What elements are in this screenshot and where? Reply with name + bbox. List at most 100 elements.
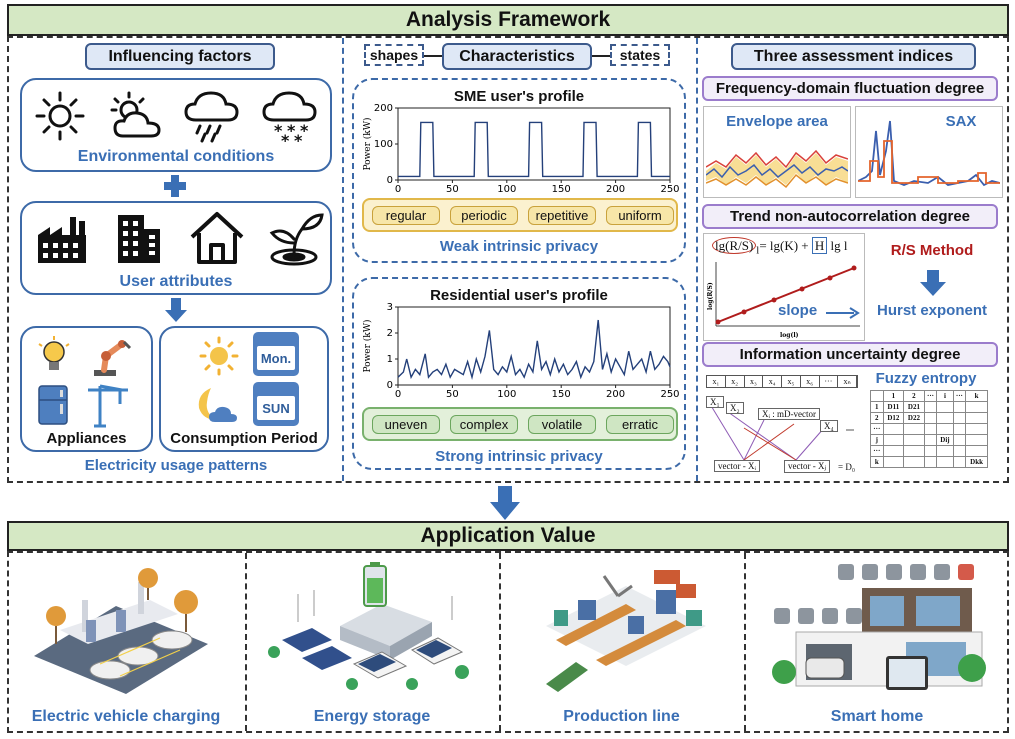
matrix-cell bbox=[923, 445, 938, 457]
trend-non-autocorrelation-label: Trend non-autocorrelation degree bbox=[729, 208, 971, 225]
formula-sub: l bbox=[756, 244, 760, 257]
production-line-illustration bbox=[546, 570, 706, 692]
consumption-period-box: Mon. SUN Consumption Period bbox=[159, 326, 329, 452]
sme-x-tick-label: 50 bbox=[446, 184, 459, 195]
app-divider-3 bbox=[744, 553, 746, 731]
sme-plot-frame bbox=[397, 107, 671, 181]
matrix-cell bbox=[965, 423, 988, 435]
sme-y-tick-label: 100 bbox=[374, 139, 393, 150]
matrix-cell: D11 bbox=[882, 401, 905, 413]
matrix-cell: D21 bbox=[903, 401, 925, 413]
matrix-cell bbox=[936, 412, 954, 424]
analysis-framework-frame bbox=[7, 36, 1009, 483]
slope-arrow-icon bbox=[826, 307, 860, 319]
fuzzy-vectors-diagram: X₁ X₂ Xᵢ : mD-vector X₄ vector - Xᵢ vect… bbox=[704, 394, 855, 473]
energy-storage-label: Energy storage bbox=[313, 708, 431, 725]
vector-x2: X₂ bbox=[726, 402, 744, 414]
res-y-tick-label: 0 bbox=[387, 380, 393, 391]
sme-x-tick-label: 200 bbox=[606, 184, 625, 195]
residential-tag: complex bbox=[450, 415, 518, 434]
res-x-tick-label: 200 bbox=[606, 389, 625, 400]
matrix-cell: D12 bbox=[882, 412, 905, 424]
sme-tag: uniform bbox=[606, 206, 674, 225]
sme-ylabel: Power (kW) bbox=[362, 117, 373, 170]
matrix-cell bbox=[923, 456, 938, 468]
sequence-cell: x₁ bbox=[707, 376, 726, 387]
matrix-cell bbox=[952, 423, 967, 435]
envelope-area-panel: Envelope area bbox=[703, 106, 851, 198]
appliances-label: Appliances bbox=[46, 430, 127, 447]
sme-tags-row: regular periodic repetitive uniform bbox=[362, 198, 678, 232]
matrix-cell bbox=[965, 434, 988, 446]
matrix-cell bbox=[952, 456, 967, 468]
sme-profile-title: SME user's profile bbox=[453, 88, 585, 105]
frequency-fluctuation-label: Frequency-domain fluctuation degree bbox=[715, 80, 985, 97]
characteristics-title: Characteristics bbox=[442, 43, 592, 70]
rs-plot-panel: lg(R/S)l= lg(K) + H lg l log(R/S) log(l)… bbox=[703, 233, 865, 341]
residential-tag: erratic bbox=[606, 415, 674, 434]
matrix-cell bbox=[923, 412, 938, 424]
sme-series-line bbox=[398, 121, 670, 178]
vector-lines bbox=[709, 403, 854, 461]
down-arrow-main-icon bbox=[490, 486, 520, 520]
frequency-fluctuation-title: Frequency-domain fluctuation degree bbox=[702, 76, 998, 101]
res-x-tick-label: 250 bbox=[660, 389, 679, 400]
sme-x-tick-label: 250 bbox=[660, 184, 679, 195]
sax-panel: SAX bbox=[855, 106, 1003, 198]
connector-right bbox=[592, 55, 610, 57]
matrix-cell bbox=[936, 423, 954, 435]
res-x-tick-label: 150 bbox=[552, 389, 571, 400]
down-arrow-icon bbox=[165, 298, 187, 322]
matrix-cell bbox=[882, 445, 905, 457]
influencing-factors-title: Influencing factors bbox=[85, 43, 275, 70]
energy-storage-illustration bbox=[268, 562, 469, 690]
matrix-row: ··· bbox=[870, 423, 988, 435]
res-ylabel: Power (kW) bbox=[362, 319, 373, 372]
smart-home-label: Smart home bbox=[830, 708, 924, 725]
sax-label: SAX bbox=[945, 113, 977, 130]
sme-x-tick-label: 100 bbox=[497, 184, 516, 195]
matrix-cell bbox=[882, 434, 905, 446]
sme-tag: repetitive bbox=[528, 206, 596, 225]
matrix-cell: ··· bbox=[870, 445, 884, 457]
factory-icon bbox=[38, 217, 86, 263]
svg-text:*: * bbox=[294, 131, 303, 144]
residential-tags-row: uneven complex volatile erratic bbox=[362, 407, 678, 441]
user-attributes-label: User attributes bbox=[119, 273, 233, 290]
matrix-cell: 2 bbox=[870, 412, 884, 424]
shapes-label: shapes bbox=[369, 47, 419, 63]
res-x-tick-label: 0 bbox=[395, 389, 401, 400]
matrix-cell: ··· bbox=[870, 423, 884, 435]
envelope-area-graphic bbox=[706, 149, 848, 189]
res-x-tick-label: 100 bbox=[497, 389, 516, 400]
states-label: states bbox=[619, 47, 661, 63]
consumption-period-label: Consumption Period bbox=[170, 430, 318, 447]
matrix-cell bbox=[936, 401, 954, 413]
matrix-cell: i bbox=[936, 390, 954, 402]
matrix-cell bbox=[936, 445, 954, 457]
matrix-cell bbox=[882, 423, 905, 435]
rs-formula: lg(R/S)l= lg(K) + H lg l bbox=[712, 237, 848, 257]
svg-text:*: * bbox=[300, 121, 309, 140]
sme-y-tick-label: 0 bbox=[387, 175, 393, 186]
formula-lhs: lg(R/S) bbox=[712, 237, 757, 254]
matrix-cell bbox=[952, 401, 967, 413]
res-series-line bbox=[397, 319, 671, 380]
d0-label: = D₀ bbox=[838, 462, 855, 472]
matrix-cell: k bbox=[870, 456, 884, 468]
matrix-cell bbox=[952, 434, 967, 446]
rain-icon bbox=[184, 91, 239, 143]
influencing-factors-label: Influencing factors bbox=[108, 47, 252, 65]
calendar-mon-text: Mon. bbox=[257, 346, 295, 370]
sequence-cell: x₄ bbox=[763, 376, 782, 387]
svg-text:*: * bbox=[287, 121, 296, 140]
refrigerator-icon bbox=[38, 385, 68, 425]
sequence-cell: x₅ bbox=[782, 376, 801, 387]
matrix-cell bbox=[965, 401, 988, 413]
